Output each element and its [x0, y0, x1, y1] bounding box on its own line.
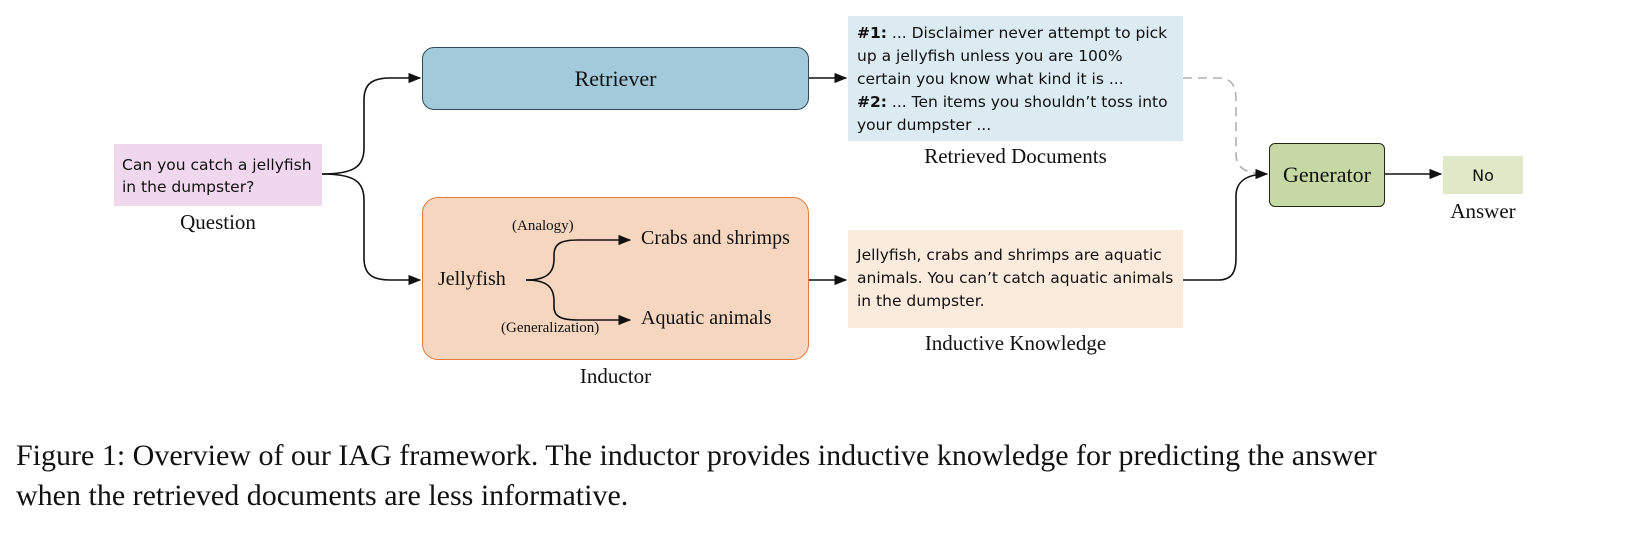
generalization-label: (Generalization): [501, 320, 600, 336]
edge-documents-generator: [1183, 77, 1268, 175]
retriever-box: Retriever: [422, 47, 809, 110]
doc1-marker: #1:: [857, 24, 887, 42]
analogy-target-node: Crabs and shrimps: [641, 227, 790, 249]
retrieved-document-2: #2: ... Ten items you shouldn’t toss int…: [857, 91, 1175, 137]
figure-caption-line1: Figure 1: Overview of our IAG framework.…: [16, 439, 1377, 472]
edge-question-inductor: [321, 173, 422, 286]
retrieved-document-1: #1: ... Disclaimer never attempt to pick…: [857, 22, 1175, 91]
figure-caption-line2: when the retrieved documents are less in…: [16, 479, 629, 512]
question-text-line1: Can you catch a jellyfish: [122, 156, 312, 174]
inductor-box: Jellyfish (Analogy) Crabs and shrimps (G…: [422, 197, 809, 360]
figure-caption: Figure 1: Overview of our IAG framework.…: [16, 436, 1636, 516]
retrieved-documents-caption: Retrieved Documents: [924, 144, 1107, 168]
edge-knowledge-generator: [1183, 168, 1269, 281]
edge-jellyfish-crabs: [525, 234, 631, 281]
doc2-marker: #2:: [857, 93, 887, 111]
doc2-text: ... Ten items you shouldn’t toss into yo…: [857, 93, 1168, 134]
inductive-knowledge-caption: Inductive Knowledge: [924, 331, 1107, 355]
inductor-caption: Inductor: [579, 364, 652, 388]
answer-value: No: [1472, 165, 1494, 185]
inductive-knowledge-text: Jellyfish, crabs and shrimps are aquatic…: [857, 246, 1174, 310]
doc1-text: ... Disclaimer never attempt to pick up …: [857, 24, 1168, 88]
question-caption: Question: [180, 210, 256, 234]
generalization-target-node: Aquatic animals: [641, 307, 772, 329]
retriever-label: Retriever: [574, 65, 657, 91]
edge-jellyfish-aquatic: [525, 278, 631, 325]
question-text-line2: in the dumpster?: [122, 178, 255, 196]
inductor-source-node: Jellyfish: [438, 268, 506, 290]
generator-label: Generator: [1283, 162, 1371, 187]
answer-caption: Answer: [1450, 199, 1516, 223]
inductor-branches: [525, 234, 631, 325]
inductive-knowledge-box: Jellyfish, crabs and shrimps are aquatic…: [848, 230, 1183, 328]
question-box: Can you catch a jellyfish in the dumpste…: [114, 144, 322, 206]
generator-box: Generator: [1269, 143, 1385, 207]
retrieved-documents-box: #1: ... Disclaimer never attempt to pick…: [848, 16, 1183, 141]
edge-question-retriever: [321, 72, 422, 175]
analogy-label: (Analogy): [512, 218, 574, 234]
answer-box: No: [1443, 156, 1523, 194]
